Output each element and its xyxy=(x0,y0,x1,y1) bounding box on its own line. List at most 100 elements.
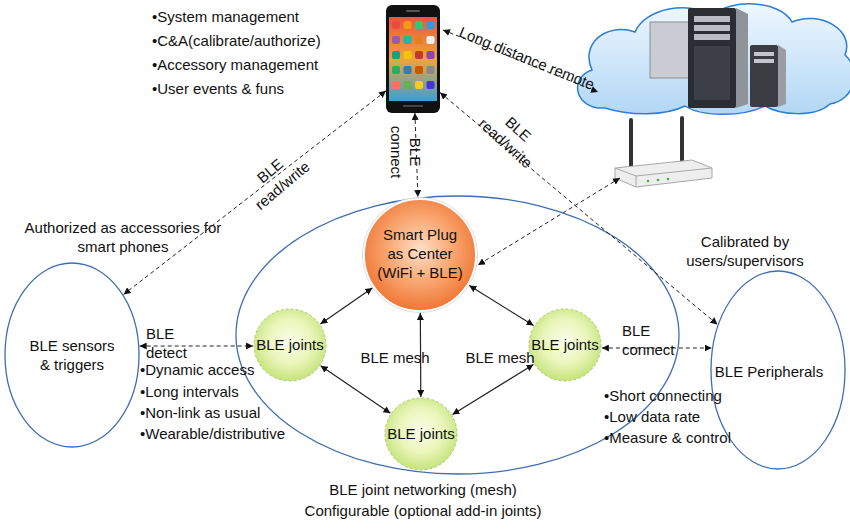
app-icon xyxy=(415,36,423,44)
connector-arrow xyxy=(140,346,253,347)
phone-earpiece xyxy=(406,10,420,12)
node-text: BLE joint networking (mesh) xyxy=(223,480,623,499)
node-text: •Accessory management xyxy=(152,55,387,74)
connector-arrow xyxy=(420,313,422,397)
app-icon xyxy=(404,36,412,44)
connector-arrow xyxy=(469,286,533,326)
router-edge xyxy=(615,168,712,176)
mesh-label: BLE mesh xyxy=(460,348,540,367)
node-text: BLE joints xyxy=(384,424,458,443)
app-icon xyxy=(427,66,435,74)
mesh-ellipse: Smart Plug as Center (WiFi + BLE) BLE joi… xyxy=(235,195,680,475)
node-outline xyxy=(4,262,140,448)
server-tower-small xyxy=(750,45,778,107)
app-icon xyxy=(427,36,435,44)
remote-link-line xyxy=(443,30,598,92)
wifi-link-line xyxy=(478,178,620,265)
app-icon xyxy=(404,66,412,74)
plug-ring xyxy=(363,198,478,313)
router-body xyxy=(615,160,712,187)
app-icon xyxy=(415,21,423,29)
server-bay xyxy=(694,25,730,31)
app-icon xyxy=(392,66,400,74)
connector-label: BLE connect xyxy=(622,321,682,359)
connector-arrow xyxy=(415,113,418,197)
app-icon xyxy=(392,51,400,59)
server-bay xyxy=(694,16,730,22)
connector-arrow xyxy=(602,348,712,349)
app-icon xyxy=(415,81,423,89)
phone-body xyxy=(386,5,440,113)
router-led xyxy=(647,180,650,183)
app-icon xyxy=(392,81,400,89)
node-text: BLE joints xyxy=(253,335,327,354)
app-icon xyxy=(427,51,435,59)
feature-bullet: •Non-link as usual xyxy=(140,403,300,422)
feature-bullet: •Wearable/distributive xyxy=(140,424,300,443)
app-icon xyxy=(415,66,423,74)
node-text: BLE joints xyxy=(528,335,602,354)
app-icon xyxy=(404,51,412,59)
node-text: •C&A(calibrate/authorize) xyxy=(152,31,387,50)
node-text: BLE sensors & triggers xyxy=(24,336,120,374)
server-bay xyxy=(754,52,774,56)
ellipse-outline xyxy=(5,263,139,447)
joint-circle: BLE joints xyxy=(384,397,458,471)
feature-bullet: •Measure & control xyxy=(604,428,754,447)
feature-bullet: •Dynamic access xyxy=(140,360,300,379)
connector-label: BLE read/write xyxy=(233,138,319,219)
app-icon xyxy=(404,21,412,29)
joint-fill xyxy=(254,309,326,381)
feature-bullet: •Long intervals xyxy=(140,382,300,401)
server-tower-side xyxy=(736,8,748,108)
cloud-illustration xyxy=(578,4,850,114)
note-text: Calibrated by users/supervisors xyxy=(675,232,815,270)
joint-fill xyxy=(529,309,601,381)
node-text: •User events & funs xyxy=(152,79,387,98)
node-text: Configurable (optional add-in joints) xyxy=(223,501,623,520)
app-icon xyxy=(392,21,400,29)
server-tower-small-side xyxy=(778,45,786,107)
app-icon xyxy=(404,81,412,89)
app-icon xyxy=(427,21,435,29)
note-text: Authorized as accessories for smart phon… xyxy=(16,218,231,256)
router-antenna xyxy=(629,118,633,170)
connector-arrow xyxy=(440,93,717,325)
joint-circle: BLE joints xyxy=(253,308,327,382)
connector-arrow xyxy=(321,366,391,413)
connector-label: BLE detect xyxy=(146,324,198,362)
server-panel xyxy=(694,46,730,100)
feature-bullet: •Low data rate xyxy=(604,407,754,426)
joint-circle: BLE joints xyxy=(528,308,602,382)
peripheral-ellipse: BLE Peripherals xyxy=(710,270,846,470)
server-bay xyxy=(694,34,730,40)
phone-screen xyxy=(389,17,437,101)
server-tower xyxy=(688,8,736,108)
app-icon xyxy=(415,51,423,59)
smartphone: •System management•C&A(calibrate/authori… xyxy=(386,5,440,113)
link-label: Long distance remote xyxy=(445,17,610,98)
node-text: Smart Plug as Center (WiFi + BLE) xyxy=(376,225,464,282)
server-bay xyxy=(754,59,774,63)
node-outline xyxy=(386,5,440,113)
feature-bullet: •Short connecting xyxy=(604,386,754,405)
router-antenna xyxy=(680,116,684,164)
connector-label: BLE read/write xyxy=(470,95,555,177)
joint-fill xyxy=(385,398,457,470)
connector-arrow xyxy=(124,91,386,295)
cloud-shape xyxy=(578,4,850,114)
mesh-label: BLE mesh xyxy=(355,348,435,367)
router-led xyxy=(657,179,660,182)
connector-arrow xyxy=(320,288,372,324)
router-led xyxy=(667,178,670,181)
server-monitor xyxy=(650,22,692,78)
phone-home-bar xyxy=(403,105,423,107)
node-text: BLE Peripherals xyxy=(706,362,832,381)
plug-fill xyxy=(364,199,476,311)
router-edge xyxy=(636,176,637,187)
router-illustration xyxy=(615,116,712,187)
connector-arrow xyxy=(452,364,533,414)
